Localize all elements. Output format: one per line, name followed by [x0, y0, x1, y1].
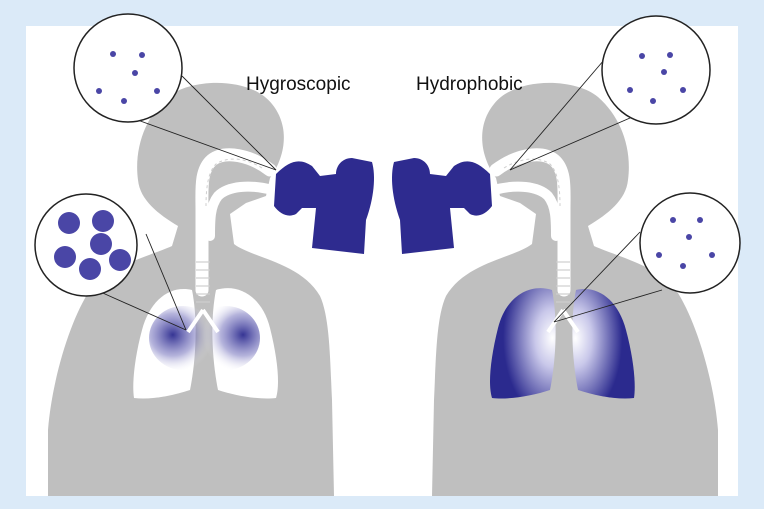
right-zoom-circle-upper: [602, 16, 710, 124]
hydrophobic-label: Hydrophobic: [416, 74, 523, 96]
hygroscopic-label: Hygroscopic: [246, 74, 351, 96]
right-zoom-circle-lower: [640, 193, 740, 293]
left-zoom-circle-upper: [74, 14, 182, 122]
left-deposition-central-r: [192, 306, 260, 370]
left-zoom-circle-lower: [35, 194, 137, 296]
